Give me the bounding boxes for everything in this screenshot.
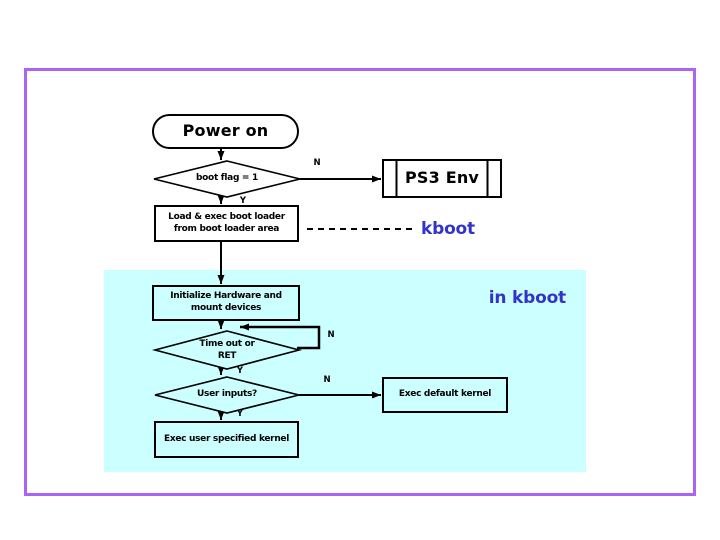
- slide-border: [24, 68, 696, 496]
- init-hardware-line2: mount devices: [190, 303, 262, 313]
- timeout-line2: RET: [217, 350, 237, 361]
- branch-label-timeout-n: N: [327, 330, 335, 341]
- kboot-annotation: kboot: [421, 218, 475, 239]
- timeout-label: Time out or RET: [155, 332, 299, 369]
- timeout-line1: Time out or: [199, 338, 255, 349]
- timeout-decision-shape: [151, 330, 303, 370]
- branch-label-timeout-y: Y: [236, 365, 244, 376]
- exec-user-node-shape: [154, 421, 299, 458]
- branch-label-userinputs-y: Y: [236, 408, 244, 419]
- load-boot-loader-line1: Load & exec boot loader: [168, 211, 285, 222]
- init-hardware-label: Initialize Hardware and mount devices: [153, 286, 299, 320]
- boot-flag-decision-shape: [153, 160, 301, 198]
- exec-user-label: Exec user specified kernel: [163, 433, 290, 444]
- power-on-label: Power on: [182, 121, 269, 141]
- init-hardware-node-shape: [152, 285, 300, 321]
- branch-label-bootflag-n: N: [313, 158, 321, 169]
- arrow-timeout-loopback: [240, 323, 321, 350]
- branch-label-bootflag-y: Y: [239, 195, 247, 206]
- boot-flag-label: boot flag = 1: [196, 173, 258, 184]
- in-kboot-annotation: in kboot: [488, 287, 566, 308]
- user-inputs-decision-shape: [154, 376, 300, 414]
- load-boot-loader-label: Load & exec boot loader from boot loader…: [155, 206, 298, 241]
- ps3-env-label: PS3 Env: [404, 168, 480, 188]
- load-boot-loader-node-shape: [154, 205, 299, 242]
- exec-default-label: Exec default kernel: [398, 389, 492, 400]
- power-on-node-shape: [152, 114, 299, 149]
- branch-label-userinputs-n: N: [323, 375, 331, 386]
- init-hardware-line1: Initialize Hardware and: [170, 291, 282, 302]
- ps3-env-node-shape: [382, 159, 502, 198]
- user-inputs-label: User inputs?: [197, 389, 257, 400]
- exec-default-node-shape: [382, 377, 508, 413]
- load-boot-loader-line2: from boot loader area: [173, 223, 280, 234]
